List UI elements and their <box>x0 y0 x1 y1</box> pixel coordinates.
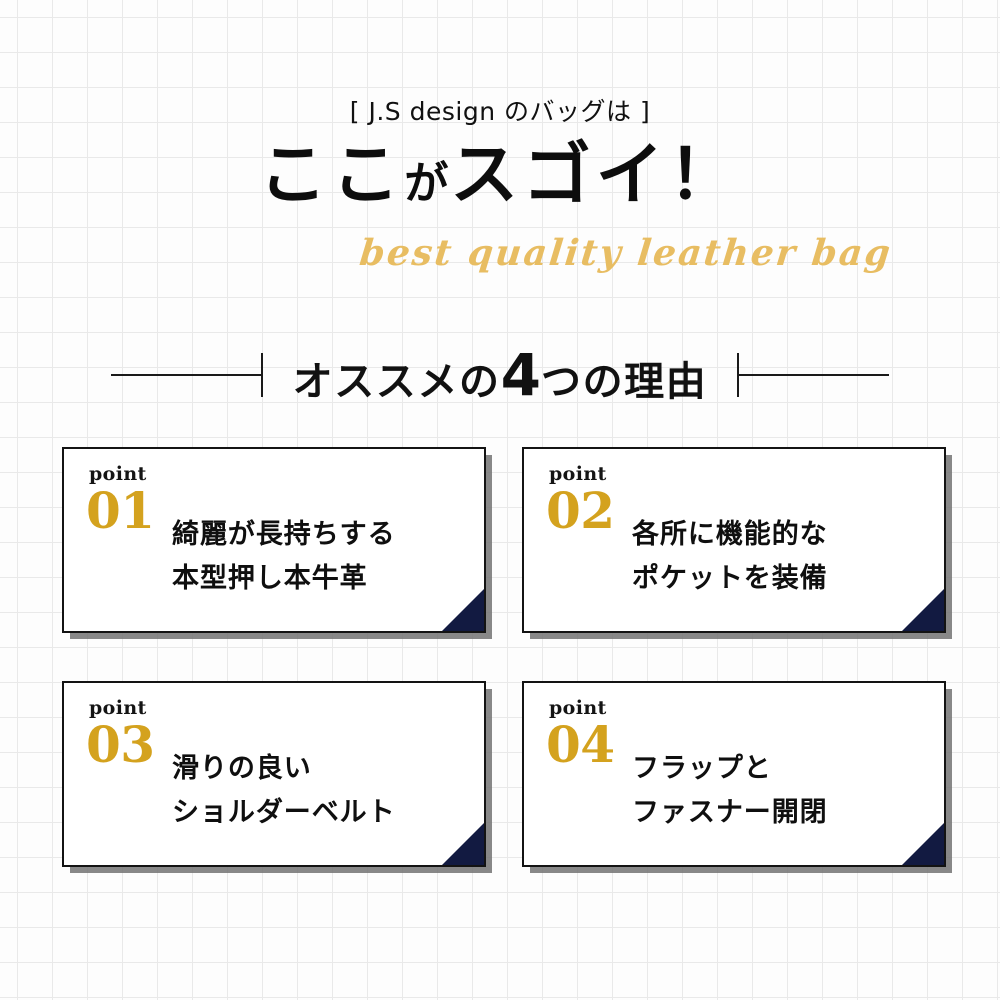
divider-rule-left <box>110 353 263 397</box>
feature-card-03[interactable]: point 03 滑りの良い ショルダーベルト <box>62 681 486 867</box>
card-text-04-line1: フラップと <box>632 753 772 784</box>
feature-card-01[interactable]: point 01 綺麗が長持ちする 本型押し本牛革 <box>62 447 486 633</box>
card-text-03-line1: 滑りの良い <box>172 753 312 784</box>
card-text-02-line1: 各所に機能的な <box>632 519 828 550</box>
point-label-04: point <box>549 697 607 719</box>
card-text-01-line2: 本型押し本牛革 <box>172 562 368 594</box>
card-text-02: 各所に機能的な ポケットを装備 <box>632 513 926 600</box>
point-block-01: point 01 <box>86 463 172 540</box>
feature-card-04[interactable]: point 04 フラップと ファスナー開閉 <box>522 681 946 867</box>
card-content-01: point 01 綺麗が長持ちする 本型押し本牛革 <box>86 465 466 621</box>
corner-triangle-icon-03 <box>442 823 484 865</box>
feature-card-grid: point 01 綺麗が長持ちする 本型押し本牛革 point 02 各所に機能… <box>62 447 946 867</box>
card-text-02-line2: ポケットを装備 <box>632 562 828 594</box>
card-text-01: 綺麗が長持ちする 本型押し本牛革 <box>172 513 466 600</box>
corner-triangle-icon-01 <box>442 589 484 631</box>
point-block-03: point 03 <box>86 697 172 774</box>
card-content-04: point 04 フラップと ファスナー開閉 <box>546 699 926 855</box>
page-title: ここがスゴイ！ <box>0 142 1000 210</box>
card-content-03: point 03 滑りの良い ショルダーベルト <box>86 699 466 855</box>
point-label-01: point <box>89 463 147 485</box>
card-text-03: 滑りの良い ショルダーベルト <box>172 747 466 834</box>
card-text-01-line1: 綺麗が長持ちする <box>172 519 396 550</box>
point-number-04: 04 <box>546 715 615 774</box>
point-block-02: point 02 <box>546 463 632 540</box>
card-text-04-line2: ファスナー開閉 <box>632 796 828 828</box>
corner-triangle-icon-04 <box>902 823 944 865</box>
card-content-02: point 02 各所に機能的な ポケットを装備 <box>546 465 926 621</box>
point-number-01: 01 <box>86 481 155 540</box>
point-block-04: point 04 <box>546 697 632 774</box>
section-divider: オススメの4つの理由 <box>0 340 1000 410</box>
section-title-number: 4 <box>500 341 541 409</box>
section-title-suffix: つの理由 <box>540 359 708 405</box>
section-title-prefix: オススメの <box>292 359 501 405</box>
script-tagline: best quality leather bag <box>357 232 895 274</box>
section-title: オススメの4つの理由 <box>263 346 738 404</box>
point-label-02: point <box>549 463 607 485</box>
eyebrow-text: [ J.S design のバッグは ] <box>349 97 651 126</box>
card-text-04: フラップと ファスナー開閉 <box>632 747 926 834</box>
divider-rule-right <box>737 353 890 397</box>
headline-part-2: が <box>404 158 451 209</box>
feature-card-02[interactable]: point 02 各所に機能的な ポケットを装備 <box>522 447 946 633</box>
corner-triangle-icon-02 <box>902 589 944 631</box>
point-label-03: point <box>89 697 147 719</box>
card-text-03-line2: ショルダーベルト <box>172 796 396 828</box>
headline-part-1: ここ <box>258 136 405 215</box>
point-number-02: 02 <box>546 481 615 540</box>
point-number-03: 03 <box>86 715 155 774</box>
headline-part-3: スゴイ！ <box>450 136 742 215</box>
